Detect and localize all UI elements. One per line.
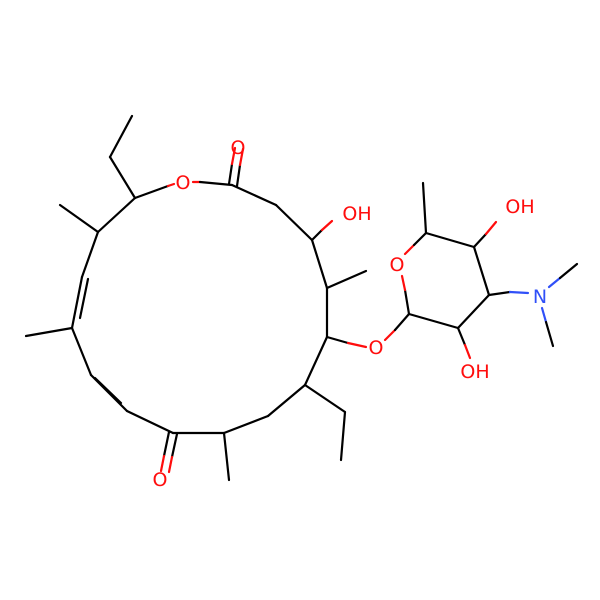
bond <box>320 219 334 232</box>
bond <box>70 275 84 330</box>
bond <box>235 163 242 188</box>
amine-nitrogen-label: N <box>533 286 547 308</box>
bond <box>463 343 472 360</box>
bond <box>346 341 368 349</box>
bond <box>472 245 491 297</box>
bond <box>547 276 562 289</box>
sugar-ring-bonds <box>383 181 579 360</box>
bond <box>167 455 174 474</box>
bond <box>412 231 428 247</box>
bond <box>133 184 170 200</box>
bond <box>487 290 512 297</box>
bond <box>222 414 270 435</box>
bond <box>403 243 416 256</box>
atom-labels: O O OH O O O OH OH N <box>153 137 548 491</box>
sugar-hydroxyl-top-label: OH <box>505 196 534 218</box>
ether-oxygen-label: O <box>369 337 384 359</box>
bond <box>325 269 368 290</box>
bond <box>424 231 476 249</box>
bond <box>170 432 179 459</box>
bond <box>544 320 555 348</box>
bond <box>159 454 166 473</box>
bond <box>227 162 234 186</box>
ring-oxygen-label: O <box>176 172 191 194</box>
sugar-hydroxyl-bottom-label: OH <box>460 361 489 383</box>
bond <box>58 203 100 234</box>
bond <box>70 326 93 377</box>
bond <box>222 431 231 482</box>
bond <box>80 230 100 279</box>
sugar-ring-oxygen-label: O <box>390 254 405 276</box>
bond <box>339 410 347 462</box>
bond <box>108 114 134 159</box>
bond <box>400 274 407 292</box>
bond <box>558 262 579 280</box>
bond <box>508 290 530 295</box>
hydroxyl-label: OH <box>342 203 371 225</box>
bond <box>456 326 467 347</box>
bond <box>456 293 491 330</box>
bond <box>93 376 123 405</box>
bond <box>303 383 347 414</box>
bond <box>125 409 175 435</box>
bond <box>266 383 307 418</box>
bond <box>407 312 460 330</box>
bond <box>78 277 90 320</box>
ketone-oxygen-bottom-label: O <box>153 469 168 491</box>
bond <box>484 220 498 236</box>
bond <box>230 146 237 166</box>
bond <box>303 335 329 387</box>
bond <box>393 312 411 332</box>
bond <box>24 326 74 338</box>
bond <box>274 203 314 242</box>
bond <box>230 183 278 207</box>
bond <box>325 335 350 345</box>
bond <box>310 238 329 290</box>
bond <box>238 147 245 167</box>
bond <box>198 180 234 187</box>
bond <box>383 328 397 342</box>
ketone-oxygen-top-label: O <box>231 137 246 159</box>
bond <box>540 306 548 324</box>
bond <box>310 228 324 242</box>
macrolactone-ring-bonds <box>24 114 368 482</box>
bond <box>421 181 428 235</box>
bond <box>162 430 171 458</box>
bond <box>166 182 176 188</box>
bond <box>403 288 411 316</box>
bond <box>472 232 488 249</box>
bond <box>108 155 137 200</box>
bond <box>96 196 137 234</box>
